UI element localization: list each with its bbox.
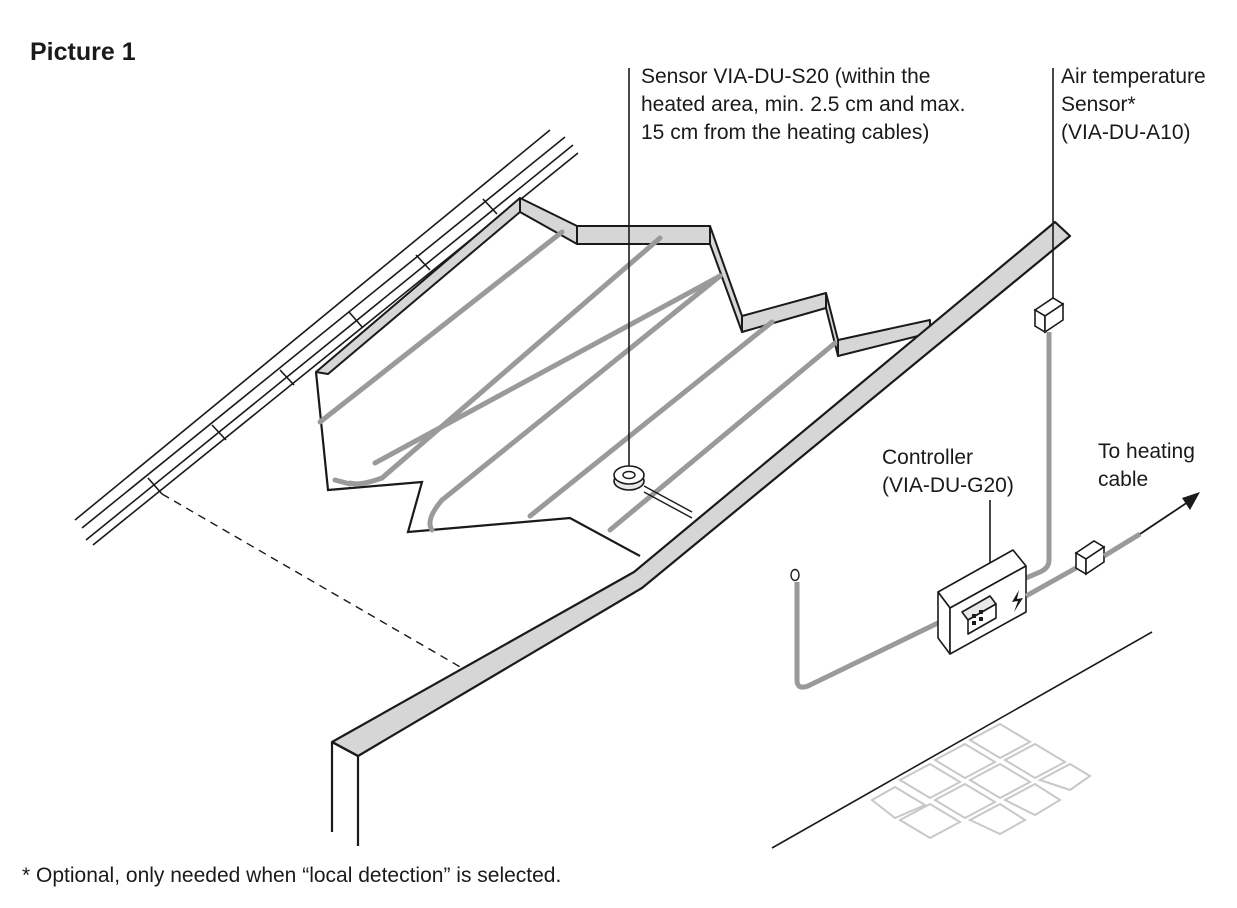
heating-cable-label: To heating cable (1098, 438, 1195, 494)
air-sensor-label-line-3: (VIA-DU-A10) (1061, 121, 1191, 144)
heated-area-boundary (314, 371, 641, 557)
controller-label-line-2: (VIA-DU-G20) (882, 474, 1014, 497)
dashed-roof-edge (161, 493, 463, 669)
building-wall-edge (330, 220, 1072, 846)
air-sensor-cable (1025, 332, 1052, 581)
footnote: * Optional, only needed when “local dete… (22, 864, 562, 887)
lightning-bolt-icon (1012, 590, 1023, 612)
air-sensor-label-line-2: Sensor* (1061, 93, 1136, 116)
sensor-label-line-2: heated area, min. 2.5 cm and max. (641, 93, 966, 116)
heating-cable-label-line-1: To heating (1098, 440, 1195, 463)
air-sensor-label-line-1: Air temperature (1061, 65, 1206, 88)
power-supply-cable (790, 568, 942, 690)
heating-cable-label-line-2: cable (1098, 468, 1149, 491)
heated-area-top-edge (315, 197, 931, 375)
air-sensor-label: Air temperature Sensor* (VIA-DU-A10) (1061, 63, 1206, 147)
floor-sensor-icon (613, 68, 693, 519)
heating-cable-connection (1024, 492, 1200, 599)
sensor-label: Sensor VIA-DU-S20 (within the heated are… (641, 63, 966, 147)
heating-cable-runs (317, 229, 838, 533)
controller-label-line-1: Controller (882, 446, 974, 469)
controller-box-icon (937, 500, 1027, 655)
sensor-label-line-1: Sensor VIA-DU-S20 (within the (641, 65, 931, 88)
controller-label: Controller (VIA-DU-G20) (882, 444, 1014, 500)
picture-title: Picture 1 (30, 38, 136, 66)
roof-gutter (74, 129, 579, 546)
ground-paving (771, 631, 1153, 849)
sensor-label-line-3: 15 cm from the heating cables) (641, 121, 930, 144)
air-temperature-sensor-icon (1033, 68, 1065, 334)
